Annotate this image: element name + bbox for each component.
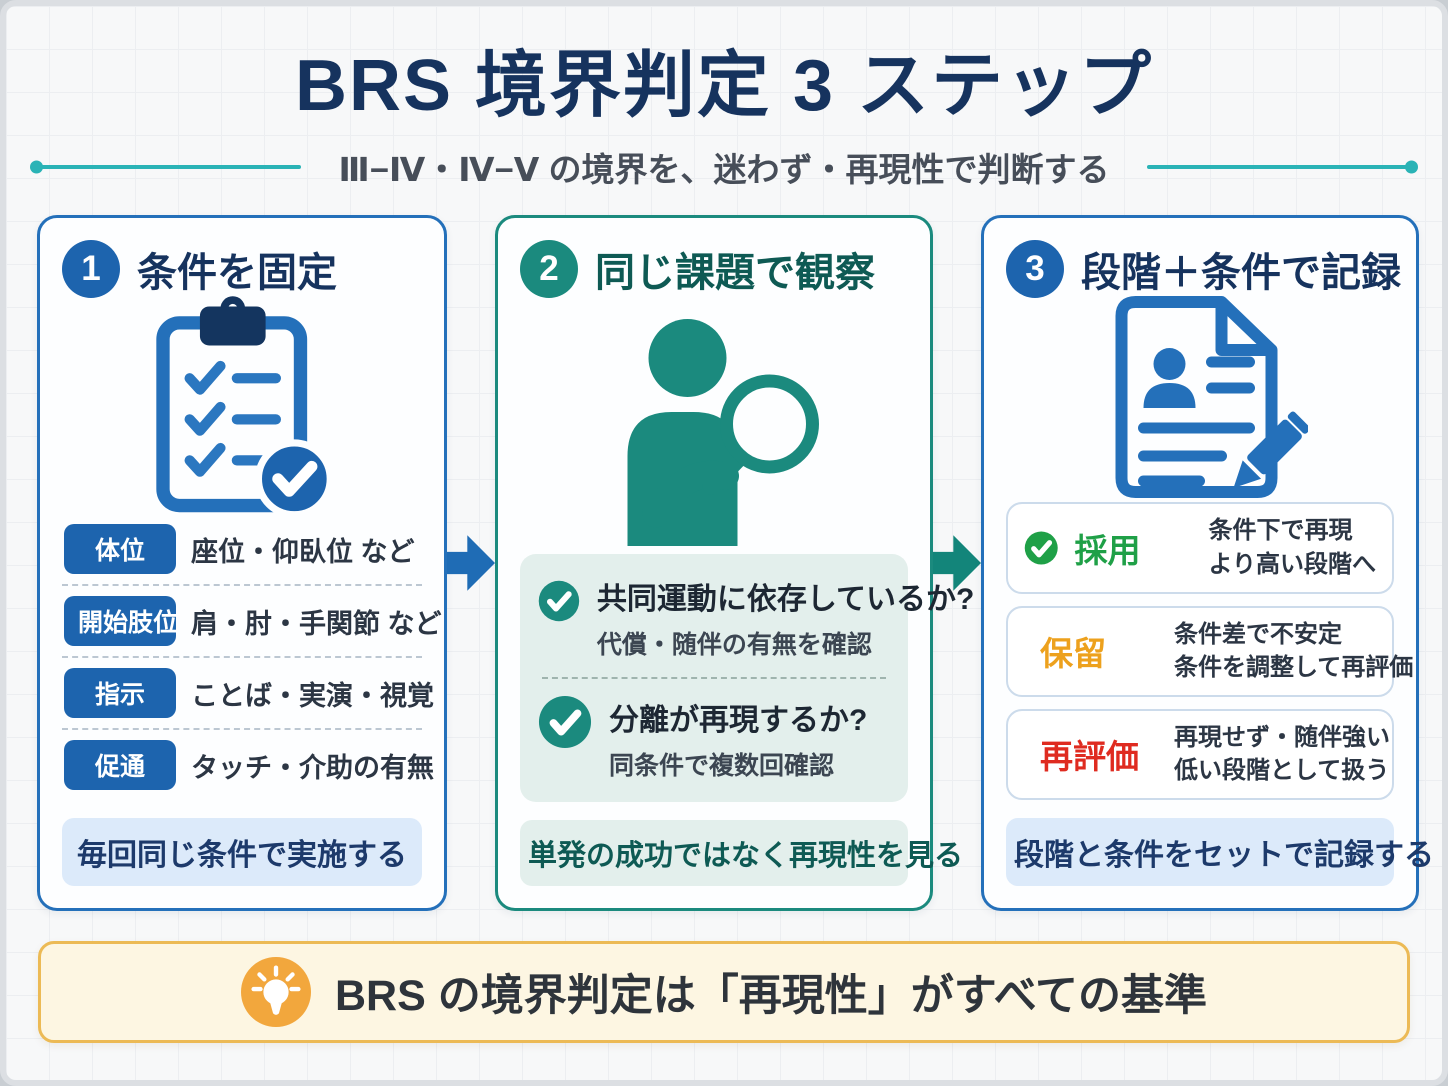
condition-text: タッチ・介助の有無 — [191, 752, 434, 783]
clipboard-checklist-icon — [156, 296, 334, 519]
condition-text: ことば・実演・視覚 — [191, 680, 434, 711]
observation-texts: 共同運動に依存しているか? 代償・随伴の有無を確認 — [596, 574, 975, 661]
outcome-description: 条件下で再現 より高い段階へ — [1208, 514, 1376, 581]
footer-part: ではなく — [673, 840, 790, 872]
step1-header: 1 条件を固定 — [62, 240, 422, 298]
step2-number-badge: 2 — [520, 240, 578, 298]
outcome-line: より高い段階へ — [1208, 551, 1376, 579]
step3-icon-area — [1006, 295, 1394, 502]
outcome-row-adopt: 採用 条件下で再現 より高い段階へ — [1006, 502, 1394, 594]
observe-magnifier-icon — [627, 319, 819, 546]
arrow-slot-2 — [933, 215, 981, 911]
step2-icon-area — [520, 298, 908, 554]
step3-title: 段階＋条件で記録 — [1081, 251, 1401, 295]
footer-part: 段階と条件 — [1014, 839, 1164, 872]
outcome-label: 保留 — [1040, 635, 1106, 673]
step2-header: 2 同じ課題で観察 — [520, 240, 908, 298]
condition-label: 体位 — [64, 524, 176, 574]
observation-question: 分離が再現するか? — [609, 704, 868, 737]
outcome-line: 条件下で再現 — [1208, 517, 1353, 545]
observation-note: 同条件で複数回確認 — [609, 752, 835, 780]
condition-label: 開始肢位 — [64, 596, 178, 646]
page-subtitle: Ⅲ−Ⅳ・Ⅳ−Ⅴ の境界を、迷わず・再現性で判断する — [338, 151, 1110, 188]
condition-row-sokutsu: 促通 タッチ・介助の有無 — [62, 730, 434, 800]
observation-question: 共同運動に依存しているか? — [596, 583, 975, 616]
decor-rule-right — [1147, 160, 1418, 174]
step3-footer-note: 段階と条件をセットで記録する — [1006, 818, 1434, 886]
footer-part: 単発の成功 — [528, 840, 674, 872]
subtitle-row: Ⅲ−Ⅳ・Ⅳ−Ⅴ の境界を、迷わず・再現性で判断する — [6, 141, 1442, 193]
outcome-description: 条件差で不安定 条件を調整して再評価 — [1174, 618, 1413, 685]
step1-number-badge: 1 — [62, 240, 120, 298]
page-title: BRS 境界判定 3 ステップ — [294, 46, 1154, 126]
decor-dot-left — [30, 160, 43, 174]
condition-row-kaishishii: 開始肢位 肩・肘・手関節 など — [62, 586, 442, 658]
outcome-line: 条件差で不安定 — [1174, 620, 1342, 648]
condition-label: 促通 — [64, 740, 176, 790]
arrow-slot-1 — [447, 215, 495, 911]
decor-rule-left — [30, 160, 301, 174]
condition-row-taii: 体位 座位・仰臥位 など — [62, 514, 422, 586]
outcome-line: 低い段階として扱う — [1174, 757, 1390, 785]
footer-part: 記録する — [1314, 839, 1434, 872]
outcome-row-reevaluate: 再評価 再現せず・随伴強い 低い段階として扱う — [1006, 708, 1394, 800]
condition-label: 指示 — [64, 668, 176, 718]
condition-row-shiji: 指示 ことば・実演・視覚 — [62, 658, 434, 730]
check-circle-green-icon — [1024, 531, 1058, 565]
step2-title: 同じ課題で観察 — [595, 251, 875, 295]
step3-header: 3 段階＋条件で記録 — [1006, 240, 1401, 298]
step1-icon-area — [62, 296, 422, 519]
lightbulb-icon — [240, 957, 311, 1027]
record-document-icon — [1115, 295, 1308, 498]
outcome-line: 条件を調整して再評価 — [1174, 654, 1414, 682]
observation-item-1: 共同運動に依存しているか? 代償・随伴の有無を確認 — [538, 574, 975, 661]
step3-outcome-list: 採用 条件下で再現 より高い段階へ ? 保留 条件差で不安定 条件を調整して再評… — [1006, 502, 1413, 800]
steps-row: 1 条件を固定 — [6, 215, 1442, 911]
check-circle-teal-icon — [538, 580, 580, 622]
condition-text: 座位・仰臥位 など — [191, 536, 415, 567]
observation-item-2: 分離が再現するか? 同条件で複数回確認 — [538, 695, 890, 782]
step-card-3: 3 段階＋条件で記録 — [981, 215, 1434, 911]
step2-footer-note: 単発の成功ではなく再現性を見る — [520, 820, 963, 886]
arrow-right-blue-icon — [447, 535, 495, 591]
step1-footer-note: 毎回同じ条件で実施する — [62, 818, 422, 886]
step-card-1: 1 条件を固定 — [37, 215, 447, 911]
key-message-text: BRS の境界判定は「再現性」がすべての基準 — [334, 972, 1207, 1020]
footer-part: を見る — [876, 840, 964, 872]
step1-title: 条件を固定 — [137, 251, 337, 295]
step3-number-badge: 3 — [1006, 240, 1064, 298]
step-card-2: 2 同じ課題で観察 共 — [495, 215, 975, 911]
check-circle-teal-icon — [538, 695, 592, 749]
condition-text: 肩・肘・手関節 など — [191, 608, 442, 639]
step2-observation-panel: 共同運動に依存しているか? 代償・随伴の有無を確認 分離が再現するか? 同条件で… — [520, 554, 975, 802]
key-message-banner: BRS の境界判定は「再現性」がすべての基準 — [38, 941, 1410, 1043]
decor-dot-right — [1405, 160, 1418, 174]
outcome-description: 再現せず・随伴強い 低い段階として扱う — [1174, 721, 1390, 788]
footer-part: 再現性 — [789, 840, 877, 872]
outcome-label: 採用 — [1074, 532, 1141, 570]
footer-part: をセットで — [1164, 839, 1314, 872]
observation-texts: 分離が再現するか? 同条件で複数回確認 — [609, 695, 867, 782]
observation-divider — [542, 677, 886, 679]
step1-condition-list: 体位 座位・仰臥位 など 開始肢位 肩・肘・手関節 など 指示 ことば・実演・視… — [62, 514, 442, 800]
arrow-right-teal-icon — [933, 535, 981, 591]
outcome-label: 再評価 — [1040, 738, 1139, 776]
observation-note: 代償・随伴の有無を確認 — [596, 631, 872, 659]
outcome-row-hold: ? 保留 条件差で不安定 条件を調整して再評価 — [1006, 605, 1413, 697]
outcome-line: 再現せず・随伴強い — [1174, 723, 1390, 751]
